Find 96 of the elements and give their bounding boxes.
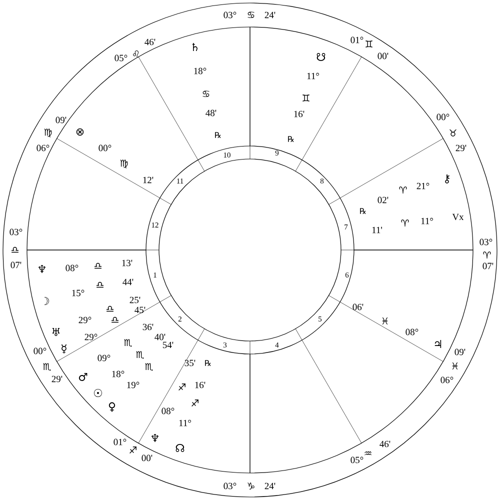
degree-label: 08° — [406, 328, 418, 336]
zodiac-sign: ♊ — [302, 94, 310, 102]
minute-label: 11' — [372, 226, 382, 234]
minute-label: 24' — [264, 12, 276, 18]
zodiac-sign: ♈ — [483, 252, 491, 258]
degree-label: 29° — [78, 316, 92, 324]
zodiac-sign: ♐ — [130, 446, 136, 454]
zodiac-sign: ♎ — [112, 316, 118, 323]
degree-label: 08° — [162, 408, 174, 414]
planet-symbol: ☊ — [176, 444, 184, 452]
zodiac-sign: ♈ — [401, 220, 409, 226]
degree-label: 11° — [179, 420, 191, 426]
degree-label: 09° — [98, 354, 110, 362]
planet-symbol: ⚷ — [445, 174, 450, 184]
planet-symbol: ☉ — [94, 389, 102, 397]
zodiac-sign: ♒ — [364, 451, 372, 456]
planet-symbol: ☽ — [44, 297, 49, 305]
minute-label: 00' — [142, 454, 152, 462]
minute-label: 48' — [206, 110, 216, 116]
zodiac-sign: ♏ — [145, 363, 153, 371]
degree-label: 05° — [114, 54, 128, 62]
zodiac-sign: ♏ — [136, 351, 144, 359]
zodiac-sign: ♌ — [133, 50, 139, 58]
zodiac-sign: ♐ — [178, 384, 186, 390]
planet-symbol: ♃ — [434, 340, 442, 348]
degree-label: 06° — [440, 376, 454, 384]
minute-label: 00' — [378, 52, 388, 60]
zodiac-sign: ♉ — [450, 130, 456, 136]
planet-symbol: ♆ — [38, 265, 46, 273]
degree-label: 01° — [350, 36, 364, 44]
minute-label: 46' — [144, 38, 156, 46]
vertex-label: Vx — [452, 214, 464, 220]
zodiac-sign: ♓ — [452, 362, 458, 370]
minute-label: 13' — [122, 260, 132, 266]
degree-label: 11° — [307, 72, 319, 80]
degree-label: 19° — [127, 382, 140, 388]
minute-label: 16' — [195, 382, 206, 388]
minute-label: 06' — [352, 304, 364, 310]
minute-label: 25' — [130, 296, 140, 304]
zodiac-sign: ♏ — [43, 363, 51, 371]
zodiac-sign: ♏ — [124, 339, 132, 347]
zodiac-sign: ♎ — [96, 282, 104, 288]
zodiac-sign: ♓ — [382, 318, 388, 324]
minute-label: 07' — [482, 262, 494, 270]
minute-label: 44' — [122, 278, 134, 286]
degree-label: 03° — [224, 12, 236, 18]
degree-label: 11° — [421, 218, 433, 224]
degree-label: 00° — [436, 114, 450, 120]
degree-label: 00° — [34, 348, 46, 354]
minute-label: 16' — [294, 110, 304, 118]
planet-symbol: ⊗ — [76, 128, 84, 136]
minute-label: 54' — [162, 342, 174, 348]
degree-label: 06° — [36, 144, 50, 152]
minute-label: 02' — [378, 196, 388, 204]
zodiac-sign: ♋ — [202, 90, 210, 97]
minute-label: 09' — [56, 116, 66, 124]
planet-symbol: ♂ — [78, 372, 88, 382]
minute-label: 40' — [154, 334, 166, 340]
zodiac-sign: ♊ — [366, 40, 372, 48]
degree-label: 15° — [72, 290, 84, 296]
planet-symbol: ♆ — [151, 434, 158, 442]
minute-label: 36' — [142, 324, 154, 330]
planet-symbol: ♅ — [52, 328, 60, 336]
minute-label: 12' — [143, 176, 154, 184]
zodiac-sign: ♑ — [248, 482, 254, 490]
minute-label: 35' — [184, 360, 196, 366]
zodiac-sign: ♎ — [106, 306, 114, 312]
degree-label: 18° — [112, 370, 124, 378]
zodiac-sign: ♐ — [192, 400, 198, 406]
minute-label: 09' — [454, 348, 466, 356]
planet-symbol: ☿ — [62, 344, 66, 354]
zodiac-sign: ♎ — [12, 246, 18, 253]
minute-label: 45' — [134, 306, 146, 314]
degree-label: 18° — [194, 68, 206, 74]
minute-label: 24' — [264, 482, 276, 490]
degree-label: 08° — [66, 264, 78, 272]
degree-label: 00° — [98, 144, 112, 152]
zodiac-sign: ♋ — [248, 12, 254, 18]
degree-label: 21° — [416, 182, 430, 190]
degree-label: 03° — [480, 238, 492, 246]
planet-symbol: ☋ — [316, 53, 326, 61]
planet-symbol: ♄ — [192, 43, 198, 51]
degree-label: 29° — [84, 334, 98, 340]
degree-label: 03° — [10, 228, 22, 236]
zodiac-sign: ♈ — [399, 186, 407, 194]
minute-label: 07' — [10, 262, 22, 268]
minute-label: 29' — [456, 144, 466, 152]
zodiac-sign: ♎ — [94, 262, 102, 269]
degree-label: 01° — [114, 438, 126, 446]
zodiac-sign: ♍ — [44, 128, 52, 138]
minute-label: 29' — [52, 376, 62, 382]
zodiac-sign: ♍ — [120, 160, 128, 168]
degree-label: 05° — [350, 456, 364, 464]
degree-label: 03° — [224, 482, 236, 490]
planet-symbol: ♀ — [108, 402, 116, 412]
minute-label: 46' — [380, 440, 390, 448]
